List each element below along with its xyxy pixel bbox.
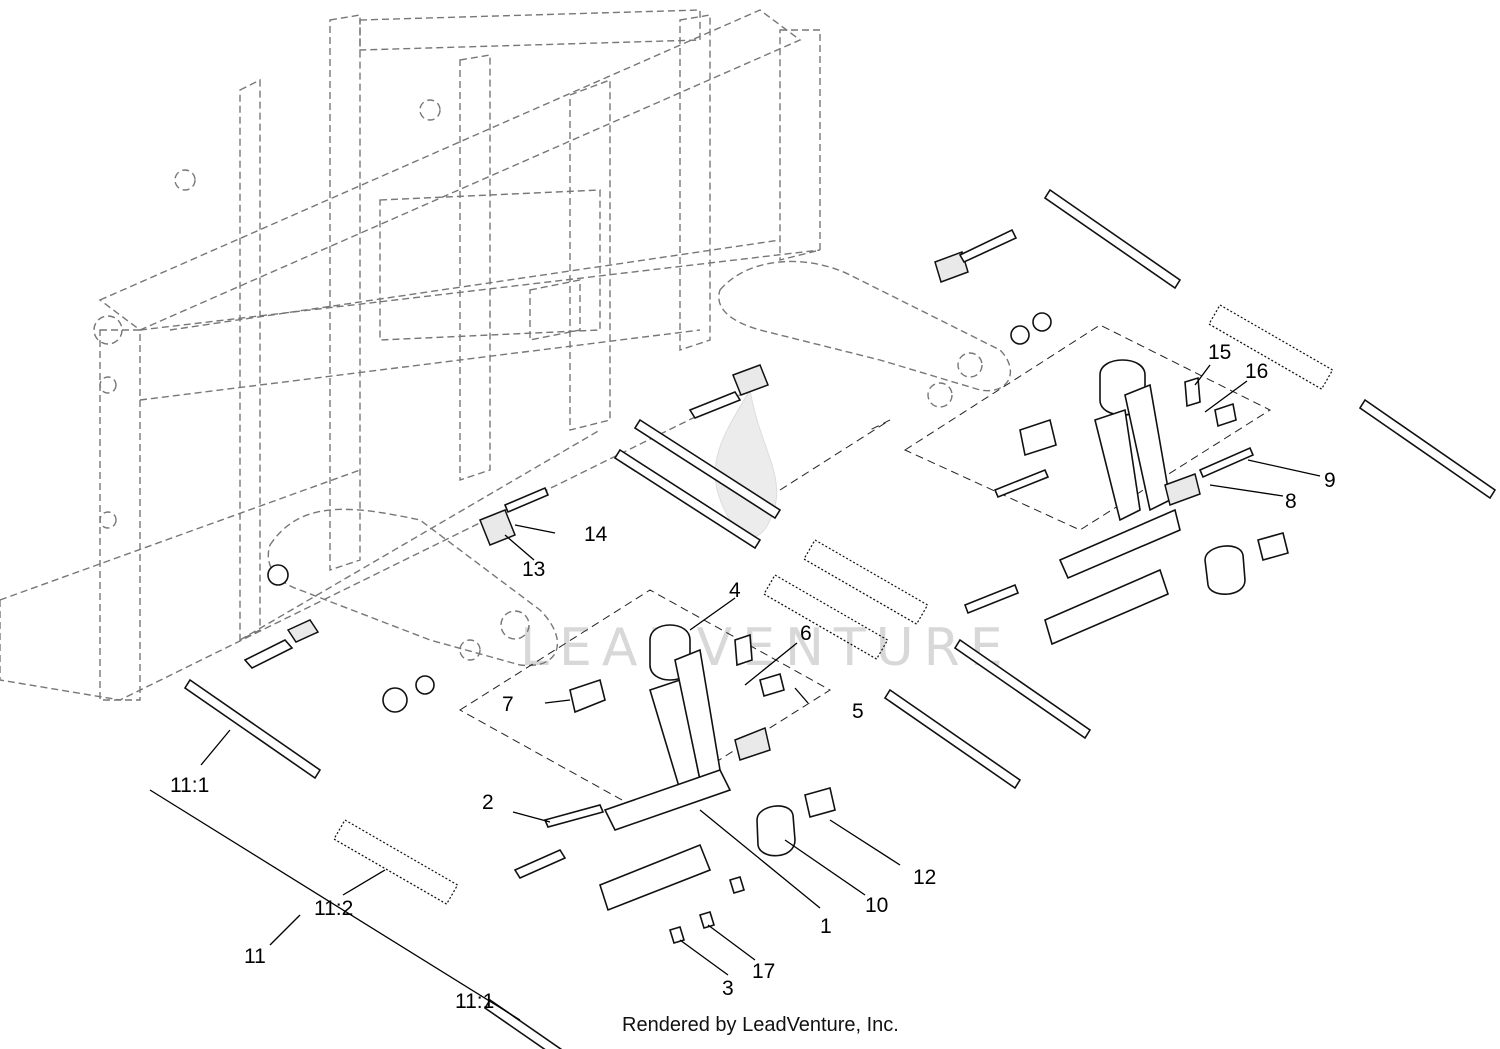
watermark-text: LEADVENTURE [520, 618, 1013, 678]
callout-12: 12 [913, 866, 936, 889]
callout-11-2: 11:2 [314, 897, 353, 920]
left-control-assembly [459, 589, 836, 944]
callout-14: 14 [584, 523, 608, 546]
left-pivot-arm [243, 508, 559, 713]
callout-5: 5 [852, 700, 864, 723]
callout-1: 1 [820, 915, 832, 938]
right-control-assembly [903, 324, 1289, 646]
callout-16: 16 [1245, 360, 1268, 383]
callout-15: 15 [1208, 341, 1231, 364]
callout-8: 8 [1285, 490, 1297, 513]
callout-9: 9 [1324, 469, 1336, 492]
callout-4: 4 [729, 579, 741, 602]
callout-11: 11 [244, 945, 266, 968]
callout-10: 10 [865, 894, 888, 917]
callout-11-1-upper: 11:1 [170, 774, 209, 797]
callout-13: 13 [522, 558, 545, 581]
callout-17: 17 [752, 960, 775, 983]
mower-frame [0, 9, 821, 701]
footer-credit: Rendered by LeadVenture, Inc. [622, 1014, 899, 1036]
leader-lines [149, 364, 1321, 1021]
bushing-and-bolt-13-14 [479, 486, 550, 546]
spring-rods [183, 188, 1497, 1049]
callout-labels: 1 2 3 4 5 6 7 8 9 10 11 11:1 11:2 11:1 1… [170, 341, 1336, 1013]
springs [333, 304, 1334, 905]
callout-3: 3 [722, 977, 734, 1000]
callout-7: 7 [502, 693, 514, 716]
callout-6: 6 [800, 622, 812, 645]
callout-11-1-lower: 11:1 [455, 990, 494, 1013]
right-pivot-arm [688, 228, 1052, 491]
callout-2: 2 [482, 791, 494, 814]
watermark-flame-icon [714, 388, 778, 538]
